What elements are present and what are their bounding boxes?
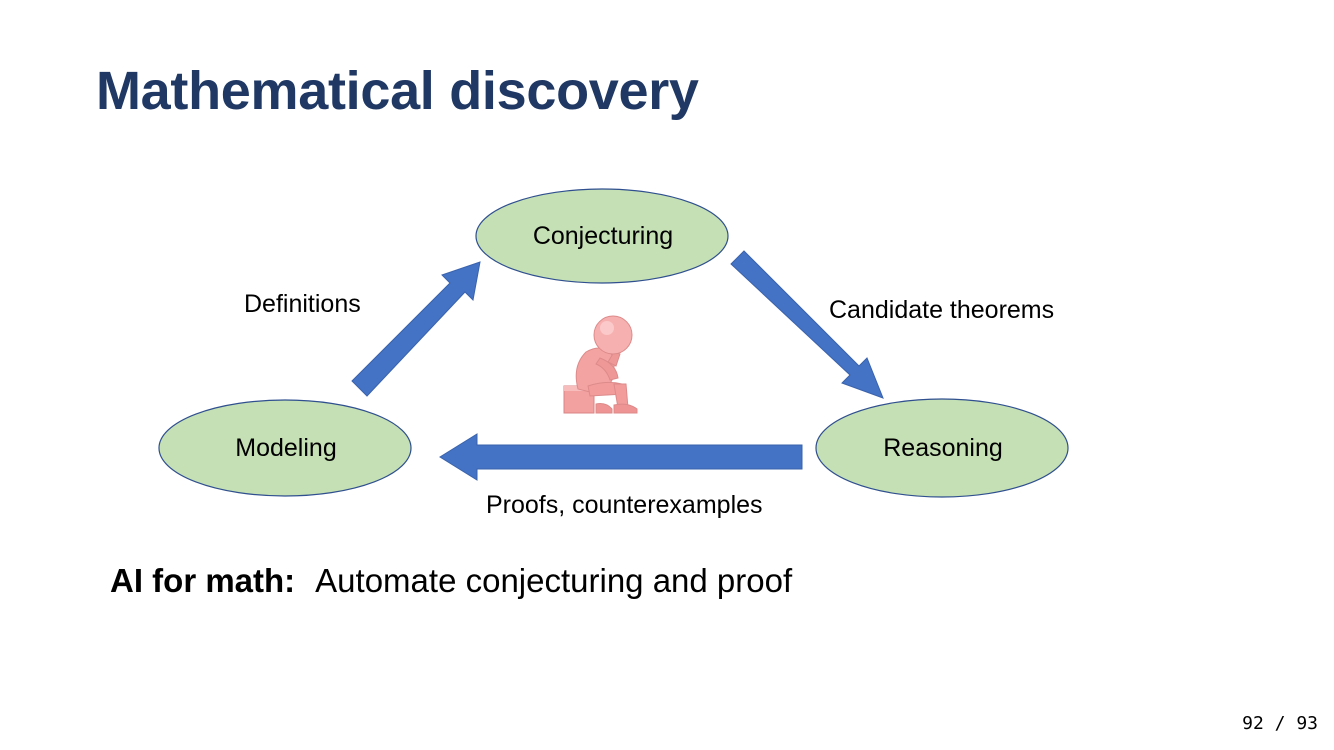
edge-label-proofs-counterexamples: Proofs, counterexamples <box>486 491 763 519</box>
summary-text: Automate conjecturing and proof <box>315 562 793 599</box>
arrow-candidate-theorems <box>730 250 884 399</box>
node-reasoning: Reasoning <box>815 398 1069 498</box>
arrow-proofs-counterexamples <box>439 433 803 481</box>
summary-lead: AI for math: <box>110 562 296 599</box>
edge-label-candidate-theorems: Candidate theorems <box>829 296 1054 324</box>
thinking-figure-icon <box>563 315 638 414</box>
slide-title: Mathematical discovery <box>96 61 699 121</box>
node-conjecturing: Conjecturing <box>475 188 729 284</box>
arrow-definitions <box>351 261 481 397</box>
edge-label-definitions: Definitions <box>244 290 361 318</box>
node-modeling-label: Modeling <box>235 434 336 462</box>
summary-line: AI for math: Automate conjecturing and pr… <box>110 562 792 600</box>
page-number: 92 / 93 <box>1242 713 1318 734</box>
node-modeling: Modeling <box>158 399 412 497</box>
node-conjecturing-label: Conjecturing <box>533 222 673 250</box>
node-reasoning-label: Reasoning <box>883 434 1003 462</box>
